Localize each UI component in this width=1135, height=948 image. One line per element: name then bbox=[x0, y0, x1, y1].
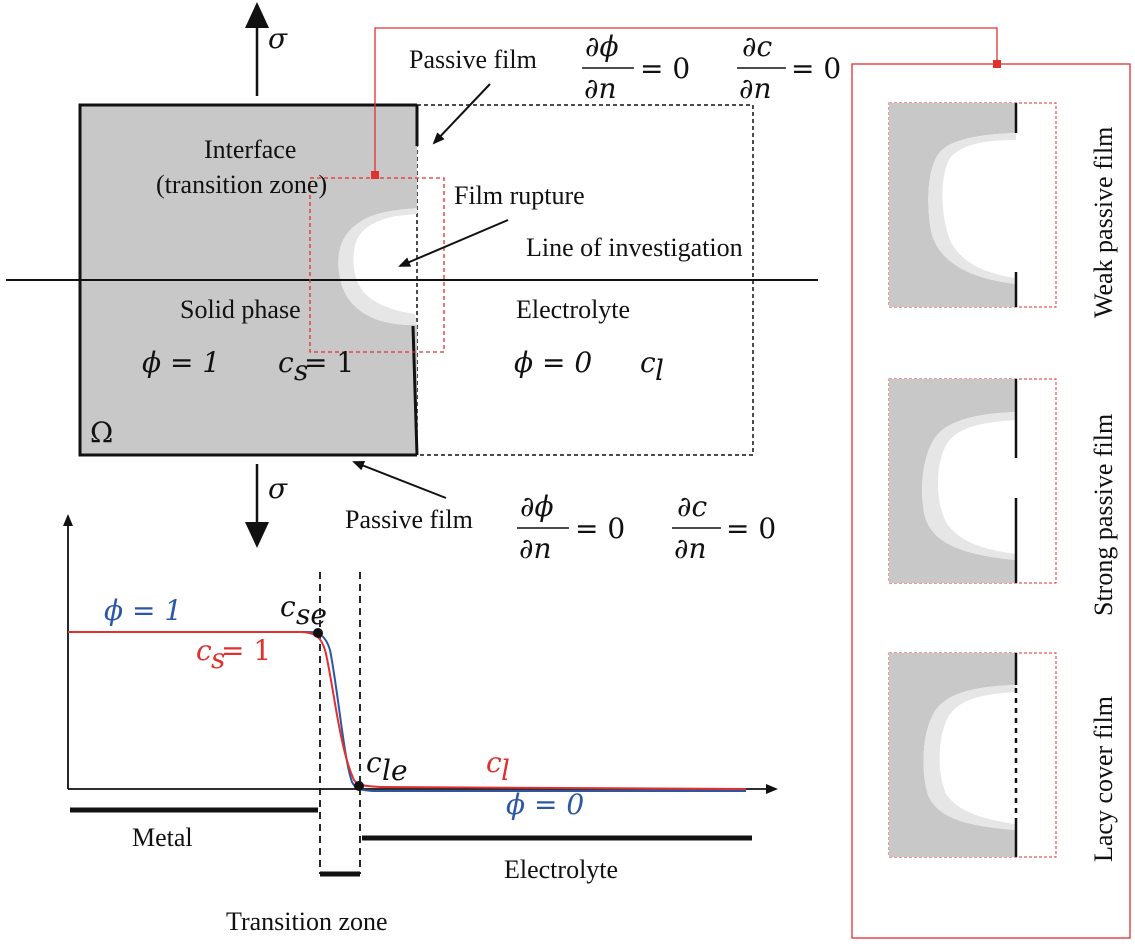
svg-text:c: c bbox=[280, 590, 296, 623]
svg-text:= 0: = 0 bbox=[726, 512, 776, 545]
svg-text:l: l bbox=[655, 354, 664, 387]
film-rupture-arrow bbox=[398, 219, 509, 267]
cse-label: c se bbox=[280, 590, 327, 631]
sigma-bottom-arrow bbox=[245, 464, 269, 548]
phi-solid-label: ϕ = 1 bbox=[142, 346, 220, 379]
svg-text:∂c: ∂c bbox=[677, 490, 707, 523]
passive-film-top-label: Passive film bbox=[409, 45, 537, 74]
svg-text:∂c: ∂c bbox=[742, 30, 772, 63]
interface-label-line1: Interface bbox=[204, 135, 296, 164]
sigma-top-arrow bbox=[245, 2, 269, 96]
profile-electrolyte-label: Electrolyte bbox=[504, 855, 618, 884]
passive-film-bottom-label: Passive film bbox=[345, 505, 473, 534]
panel-weak-label: Weak passive film bbox=[1089, 127, 1118, 318]
cl-electrolyte-label: c l bbox=[640, 346, 664, 387]
transition-zone-label: Transition zone bbox=[226, 907, 388, 936]
electrolyte-label: Electrolyte bbox=[516, 295, 630, 324]
phi0-label: ϕ = 0 bbox=[506, 788, 584, 821]
passive-film-bottom-arrow bbox=[352, 460, 447, 499]
svg-text:∂n: ∂n bbox=[519, 532, 552, 565]
interface-label-line2: (transition zone) bbox=[156, 170, 327, 199]
svg-text:∂n: ∂n bbox=[739, 72, 772, 105]
svg-text:∂n: ∂n bbox=[674, 532, 707, 565]
cle-label: c le bbox=[366, 746, 408, 787]
svg-text:c: c bbox=[486, 746, 502, 779]
sigma-bottom-label: σ bbox=[268, 472, 288, 505]
phi1-label: ϕ = 1 bbox=[104, 594, 182, 627]
svg-text:s: s bbox=[294, 354, 308, 387]
svg-text:c: c bbox=[366, 746, 382, 779]
zoom-connector bbox=[374, 27, 998, 175]
cl-label: c l bbox=[486, 746, 510, 787]
sigma-top-label: σ bbox=[268, 22, 288, 55]
panel-strong-label: Strong passive film bbox=[1089, 414, 1118, 616]
svg-text:∂n: ∂n bbox=[584, 72, 617, 105]
interface-layer bbox=[338, 208, 417, 325]
passive-film-top-arrow bbox=[432, 83, 491, 145]
cs1-label: c s = 1 bbox=[196, 634, 271, 675]
svg-text:le: le bbox=[382, 754, 408, 787]
panel-weak-passive-film bbox=[888, 102, 1057, 308]
svg-text:s: s bbox=[211, 642, 225, 675]
passive-film-bottom-segment bbox=[411, 325, 419, 456]
svg-text:l: l bbox=[501, 754, 510, 787]
cle-point bbox=[354, 781, 364, 791]
svg-text:∂ϕ: ∂ϕ bbox=[585, 30, 619, 63]
solid-phase-label: Solid phase bbox=[180, 295, 301, 324]
cs-solid-label: c s = 1 bbox=[278, 346, 354, 387]
omega-label: Ω bbox=[90, 416, 113, 449]
panel-strong-passive-film bbox=[888, 378, 1057, 584]
svg-text:= 0: = 0 bbox=[791, 52, 841, 85]
cse-point bbox=[313, 628, 323, 638]
svg-text:= 0: = 0 bbox=[640, 52, 690, 85]
svg-text:c: c bbox=[640, 346, 656, 379]
bc-top: ∂ϕ ∂n = 0 ∂c ∂n = 0 bbox=[582, 30, 841, 105]
film-types-frame bbox=[851, 63, 1131, 939]
svg-text:= 0: = 0 bbox=[575, 512, 625, 545]
svg-text:∂ϕ: ∂ϕ bbox=[520, 490, 554, 523]
metal-label: Metal bbox=[132, 823, 193, 852]
phi-electrolyte-label: ϕ = 0 bbox=[514, 346, 592, 379]
bc-bottom: ∂ϕ ∂n = 0 ∂c ∂n = 0 bbox=[517, 490, 776, 565]
svg-text:c: c bbox=[278, 346, 294, 379]
connector-dot-start bbox=[371, 171, 379, 179]
film-rupture-label: Film rupture bbox=[454, 181, 585, 210]
panel-lacy-label: Lacy cover film bbox=[1089, 696, 1118, 862]
svg-text:c: c bbox=[196, 634, 212, 667]
line-of-investigation-label: Line of investigation bbox=[526, 233, 743, 262]
svg-text:= 1: = 1 bbox=[221, 634, 271, 667]
svg-text:se: se bbox=[296, 598, 327, 631]
svg-text:= 1: = 1 bbox=[304, 346, 354, 379]
panel-lacy-cover-film bbox=[888, 652, 1057, 858]
